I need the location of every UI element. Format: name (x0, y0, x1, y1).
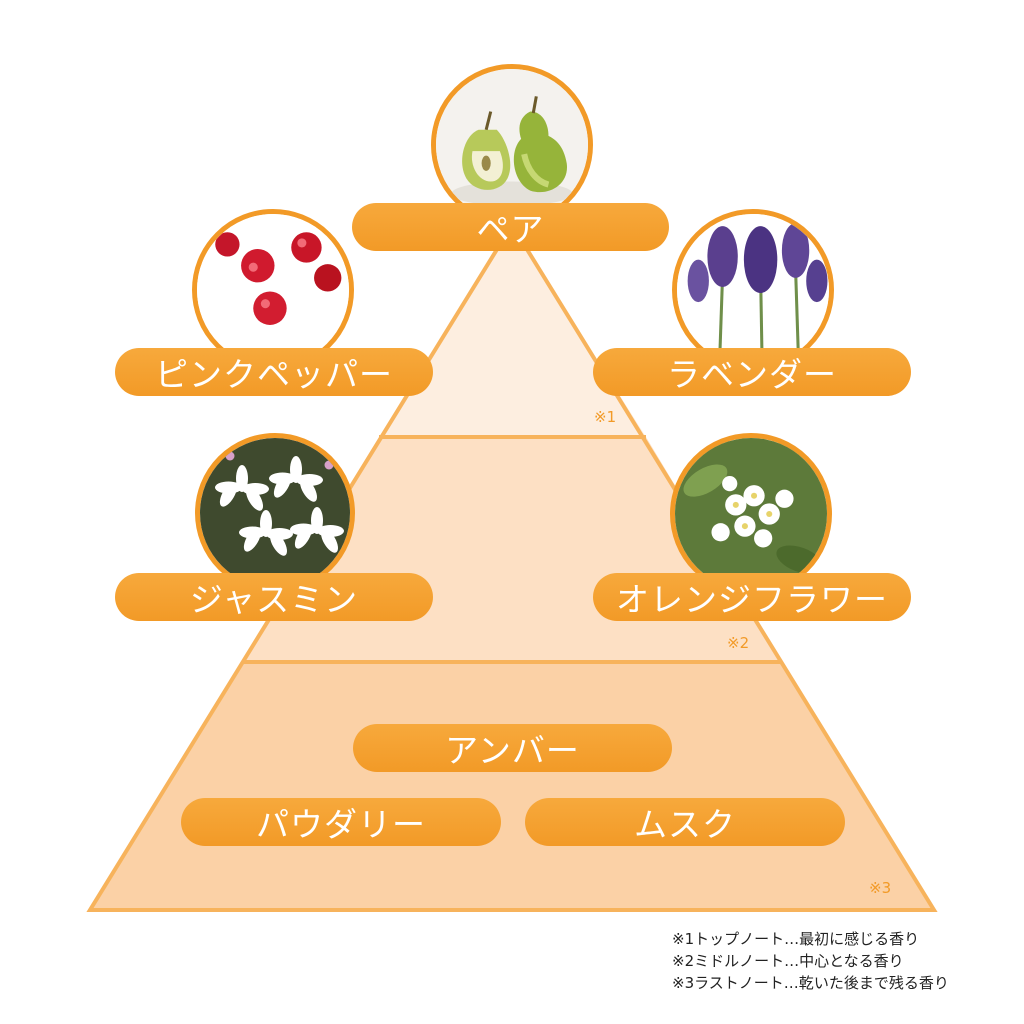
footnotes: ※1トップノート…最初に感じる香り ※2ミドルノート…中心となる香り ※3ラスト… (672, 928, 1017, 994)
pink-pepper-icon (197, 214, 349, 366)
pear-photo (431, 64, 593, 226)
lavender-icon (677, 214, 829, 366)
middle-note-marker: ※2 (727, 634, 750, 652)
note-label-pear: ペア (352, 203, 669, 251)
jasmine-photo (195, 433, 355, 593)
footnote-last-note: ※3ラストノート…乾いた後まで残る香り (672, 974, 949, 992)
pear-icon (436, 69, 588, 221)
orange-flower-icon (675, 438, 827, 590)
pyramid-tier-top (379, 225, 646, 437)
note-label-amber: アンバー (353, 724, 672, 772)
note-label-musk: ムスク (525, 798, 845, 846)
note-label-lavender: ラベンダー (593, 348, 911, 396)
note-label-powdery: パウダリー (181, 798, 501, 846)
note-label-orange-flower: オレンジフラワー (593, 573, 911, 621)
pyramid-tier-base (90, 662, 934, 910)
base-note-marker: ※3 (869, 879, 892, 897)
footnote-middle-note: ※2ミドルノート…中心となる香り (672, 952, 904, 970)
jasmine-icon (200, 438, 350, 588)
top-note-marker: ※1 (594, 408, 617, 426)
note-label-jasmine: ジャスミン (115, 573, 433, 621)
footnote-top-note: ※1トップノート…最初に感じる香り (672, 930, 920, 948)
pink-pepper-photo (192, 209, 354, 371)
note-label-pink-pepper: ピンクペッパー (115, 348, 433, 396)
lavender-photo (672, 209, 834, 371)
orange-flower-photo (670, 433, 832, 595)
